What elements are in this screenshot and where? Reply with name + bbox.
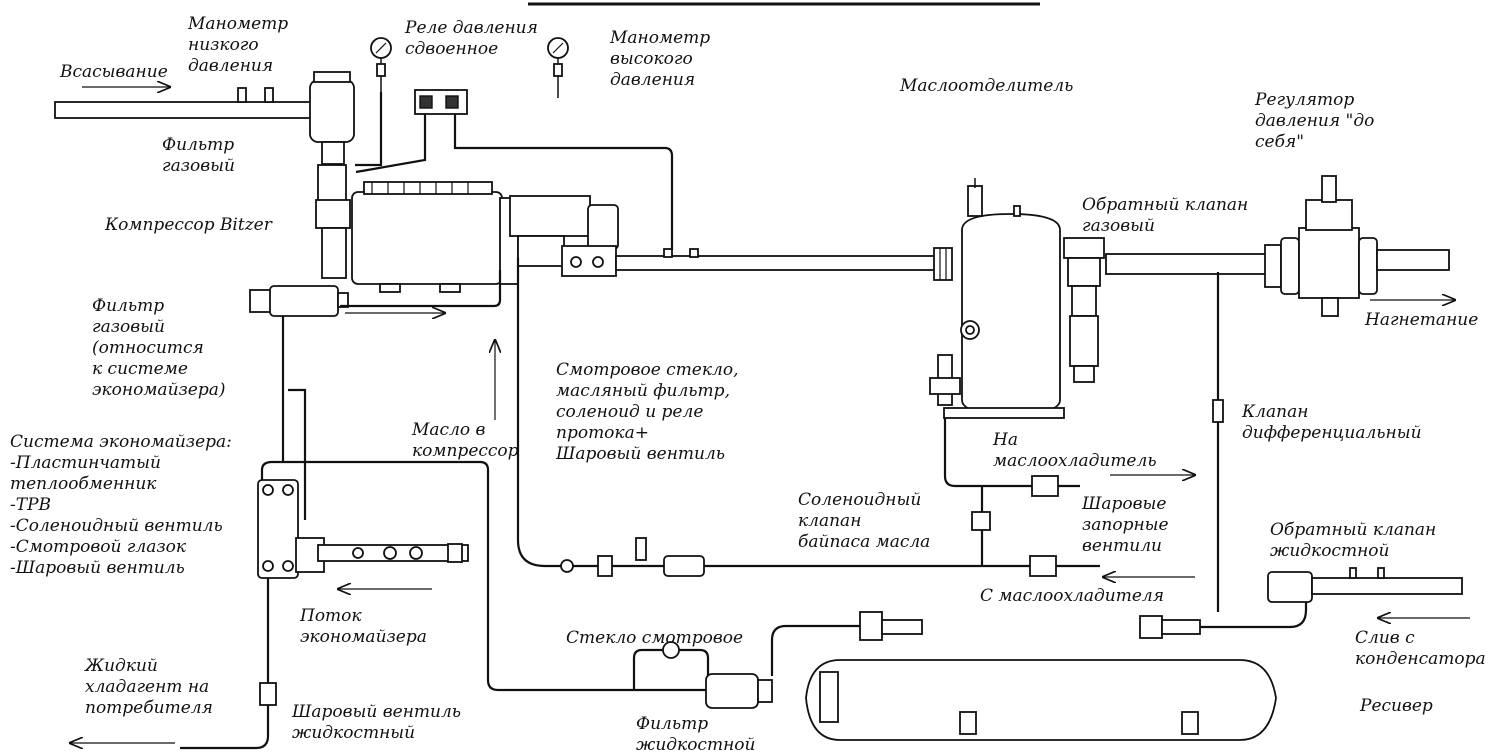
label-gas-filter-top: Фильтр газовый — [162, 135, 235, 176]
gas-check-valve — [1063, 237, 1267, 383]
suction-line — [54, 87, 314, 119]
discharge-line — [615, 247, 953, 281]
label-liquid-ball-valve: Шаровый вентиль жидкостный — [292, 702, 462, 743]
oil-cooler-lines — [943, 418, 1100, 577]
liquid-line — [180, 578, 277, 750]
label-liquid-check-valve: Обратный клапан жидкостной — [1270, 520, 1437, 561]
label-ball-shutoff-valves: Шаровые запорные вентили — [1082, 494, 1169, 556]
label-gas-filter-economizer: Фильтр газовый (относится к системе экон… — [92, 296, 226, 400]
economizer-heat-exchanger — [257, 460, 710, 692]
gas-filter-top — [309, 71, 355, 279]
label-receiver: Ресивер — [1360, 696, 1433, 716]
label-low-pressure-gauge: Манометр низкого давления — [188, 14, 289, 76]
receiver — [805, 659, 1277, 741]
label-high-pressure-gauge: Манометр высокого давления — [610, 28, 711, 90]
label-economizer-system: Система экономайзера: -Пластинчатый тепл… — [10, 432, 232, 578]
label-from-oil-cooler: С маслоохладителя — [980, 586, 1164, 606]
label-oil-to-compressor: Масло в компрессор — [412, 420, 519, 461]
label-differential-valve: Клапан дифференциальный — [1242, 402, 1422, 443]
differential-valve-line — [1212, 272, 1224, 612]
oil-separator — [929, 178, 1065, 419]
label-oil-sight-glass: Смотровое стекло, масляный фильтр, солен… — [556, 360, 739, 464]
compressor — [351, 181, 619, 293]
label-suction: Всасывание — [60, 62, 168, 82]
label-sight-glass: Стекло смотровое — [566, 628, 744, 648]
label-discharge: Нагнетание — [1365, 310, 1479, 330]
label-to-oil-cooler: На маслоохладитель — [993, 430, 1157, 471]
label-liquid-refrigerant: Жидкий хладагент на потребителя — [85, 656, 213, 718]
oil-return-line — [340, 258, 960, 577]
label-compressor: Компрессор Bitzer — [105, 215, 272, 235]
high-pressure-gauge — [547, 37, 569, 98]
liquid-check-valve — [1139, 567, 1463, 639]
label-oil-separator: Маслоотделитель — [900, 76, 1074, 96]
label-oil-bypass-solenoid: Соленоидный клапан байпаса масла — [798, 490, 931, 552]
label-gas-check-valve: Обратный клапан газовый — [1082, 195, 1249, 236]
flow-arrows — [70, 87, 1470, 743]
label-liquid-filter: Фильтр жидкостной — [636, 714, 756, 755]
pressure-regulator — [1264, 175, 1450, 317]
gas-filter-economizer — [249, 285, 349, 520]
low-pressure-gauge — [355, 37, 392, 167]
label-condenser-drain: Слив с конденсатора — [1355, 628, 1486, 669]
label-dual-pressure-switch: Реле давления сдвоенное — [405, 18, 538, 59]
label-economizer-flow: Поток экономайзера — [300, 606, 427, 647]
label-pressure-regulator: Регулятор давления "до себя" — [1255, 90, 1375, 152]
dual-pressure-switch — [355, 89, 674, 250]
liquid-sight-glass — [632, 611, 923, 709]
